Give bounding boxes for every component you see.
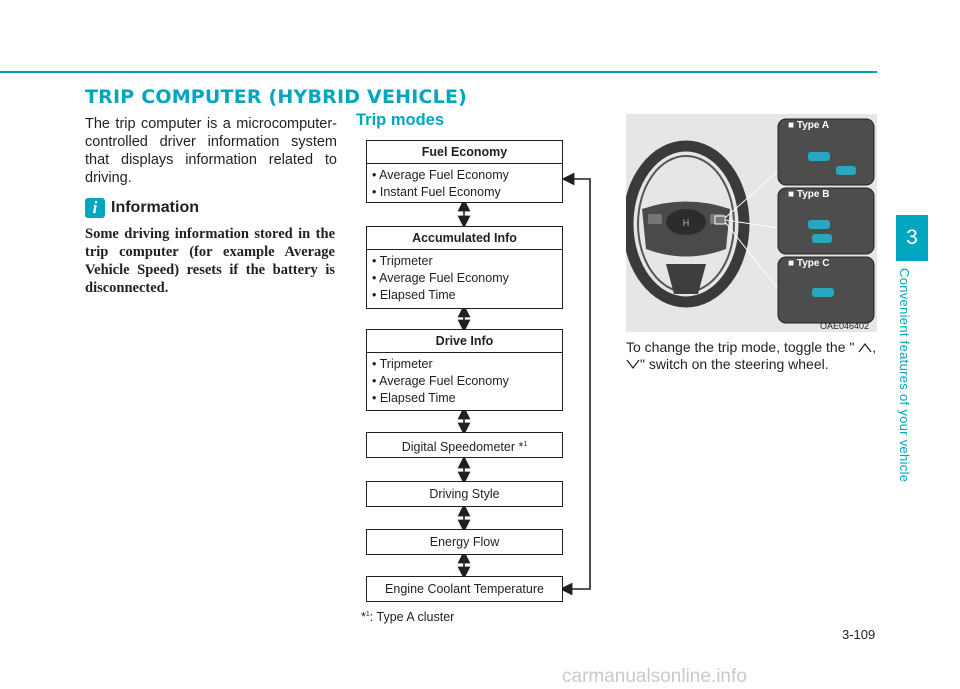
fuel-economy-box: Fuel Economy • Average Fuel Economy • In…	[366, 140, 563, 203]
chevron-down-icon	[626, 359, 640, 369]
page-number: 3-109	[842, 627, 876, 642]
steering-wheel-illustration: H	[626, 114, 877, 332]
header-rule	[0, 71, 877, 73]
type-b-label: ■ Type B	[788, 189, 830, 200]
accumulated-info-title: Accumulated Info	[367, 227, 562, 250]
information-title: Information	[111, 199, 199, 216]
energy-flow-box: Energy Flow	[366, 529, 563, 555]
type-b-inset	[777, 187, 875, 255]
engine-coolant-box: Engine Coolant Temperature	[366, 576, 563, 602]
section-title: TRIP COMPUTER (HYBRID VEHICLE)	[85, 86, 468, 108]
drive-info-item: • Tripmeter	[372, 357, 433, 371]
intro-paragraph: The trip computer is a microcomputer-con…	[85, 116, 337, 186]
driving-style-label: Driving Style	[429, 487, 500, 501]
figure-code: OAE046402	[820, 321, 870, 331]
digital-speedometer-label: Digital Speedometer *	[401, 440, 524, 455]
type-a-inset	[777, 118, 875, 186]
accumulated-info-item: • Tripmeter	[372, 254, 433, 268]
accumulated-info-item: • Elapsed Time	[372, 288, 456, 302]
footnote: *1: Type A cluster	[361, 610, 455, 624]
accumulated-info-item: • Average Fuel Economy	[372, 271, 509, 285]
engine-coolant-label: Engine Coolant Temperature	[385, 582, 544, 596]
energy-flow-label: Energy Flow	[429, 535, 500, 549]
svg-text:H: H	[683, 218, 690, 228]
digital-speedometer-box: Digital Speedometer *1	[366, 432, 563, 458]
information-icon: i	[85, 198, 105, 218]
driving-style-box: Driving Style	[366, 481, 563, 507]
chevron-up-icon	[858, 343, 872, 353]
chapter-title: Convenient features of your vehicle	[897, 268, 912, 483]
drive-info-item: • Average Fuel Economy	[372, 374, 509, 388]
drive-info-box: Drive Info • Tripmeter • Average Fuel Ec…	[366, 329, 563, 411]
fuel-economy-item: • Instant Fuel Economy	[372, 185, 501, 199]
drive-info-title: Drive Info	[367, 330, 562, 353]
accumulated-info-box: Accumulated Info • Tripmeter • Average F…	[366, 226, 563, 309]
fuel-economy-title: Fuel Economy	[367, 141, 562, 164]
trip-modes-title: Trip modes	[356, 111, 445, 129]
watermark: carmanualsonline.info	[562, 666, 747, 687]
chapter-tab: 3	[896, 215, 928, 261]
fuel-economy-item: • Average Fuel Economy	[372, 168, 509, 182]
change-mode-instruction: To change the trip mode, toggle the " , …	[626, 339, 877, 372]
arrow-loop-return	[559, 172, 591, 596]
type-c-label: ■ Type C	[788, 258, 830, 269]
steering-wheel-figure: H ■ Type A ■ Type B ■ Type C	[626, 114, 877, 332]
type-a-label: ■ Type A	[788, 120, 830, 131]
drive-info-item: • Elapsed Time	[372, 391, 456, 405]
footnote-marker: 1	[523, 441, 528, 448]
type-c-inset	[777, 256, 875, 324]
information-body: Some driving information stored in the t…	[85, 226, 335, 296]
